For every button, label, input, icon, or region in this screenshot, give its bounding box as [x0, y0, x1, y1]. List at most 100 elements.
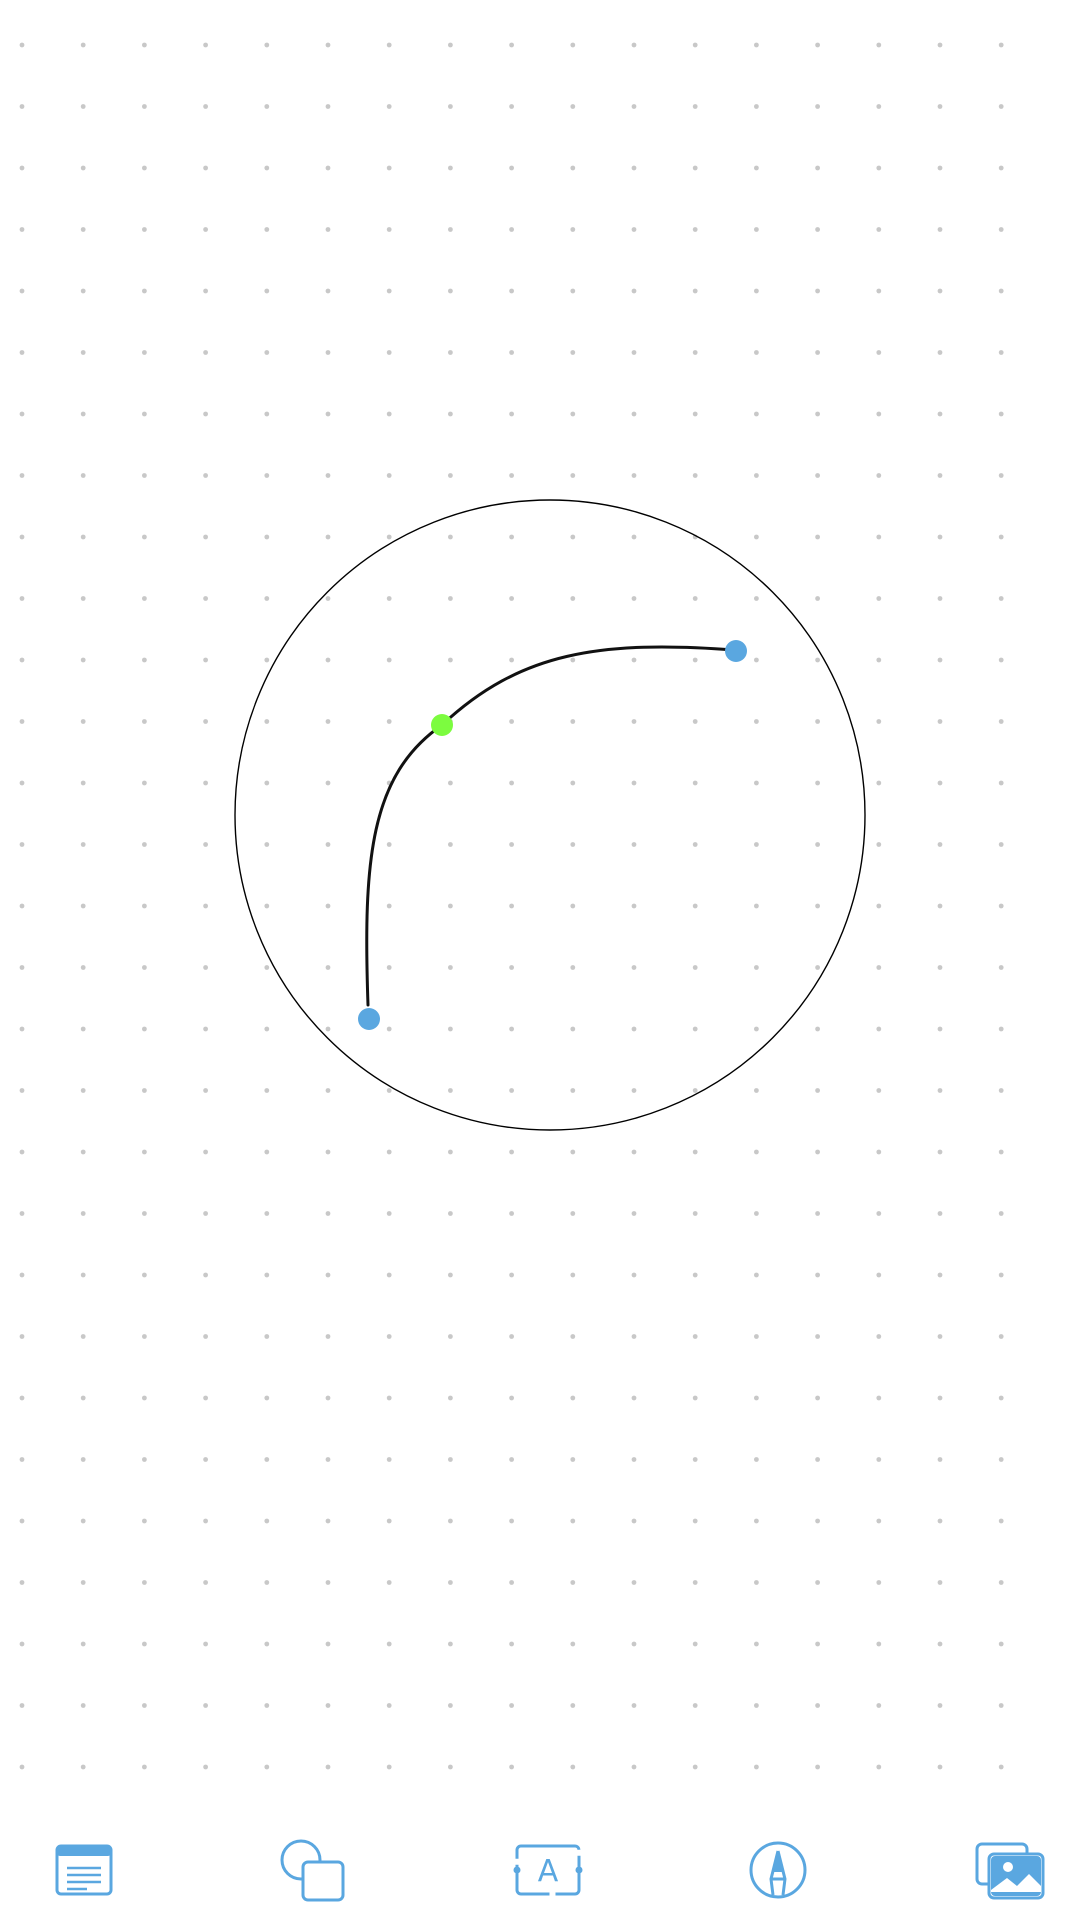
- grid-dot: [142, 411, 147, 417]
- grid-dot: [876, 842, 882, 847]
- grid-dot: [203, 473, 209, 478]
- grid-dot: [937, 965, 943, 970]
- grid-dot: [815, 842, 820, 847]
- grid-dot: [631, 1457, 637, 1462]
- grid-dot: [448, 780, 453, 786]
- grid-dot: [19, 1149, 25, 1155]
- grid-dot: [264, 1580, 270, 1585]
- grid-dot: [937, 1149, 943, 1155]
- grid-dot: [325, 1334, 331, 1339]
- grid-dot: [80, 719, 86, 724]
- grid-dot: [325, 1764, 331, 1770]
- grid-dot: [80, 350, 86, 355]
- grid-dot: [570, 1334, 576, 1339]
- grid-dot: [386, 1518, 392, 1524]
- grid-dot: [142, 1211, 147, 1216]
- draw-button[interactable]: [742, 1834, 814, 1906]
- grid-dot: [448, 1580, 453, 1585]
- grid-dot: [203, 1518, 209, 1524]
- grid-dot: [815, 1518, 820, 1524]
- grid-dot: [509, 534, 514, 540]
- grid-dot: [80, 903, 86, 909]
- curve-start-handle[interactable]: [358, 1008, 380, 1030]
- grid-dot: [937, 1026, 943, 1032]
- grid-dot: [80, 780, 86, 786]
- grid-dot: [325, 411, 331, 417]
- grid-dot: [998, 473, 1004, 478]
- grid-dot: [325, 1580, 331, 1585]
- grid-dot: [203, 842, 209, 847]
- grid-dot: [19, 657, 25, 663]
- grid-dot: [937, 842, 943, 847]
- grid-dot: [937, 903, 943, 909]
- grid-dot: [937, 1580, 943, 1585]
- grid-dot: [876, 534, 882, 540]
- grid-dot: [386, 1211, 392, 1216]
- grid-dot: [386, 1088, 392, 1093]
- grid-dot: [998, 1211, 1004, 1216]
- grid-dot: [19, 104, 25, 109]
- grid-dot: [386, 1395, 392, 1401]
- grid-dot: [448, 42, 453, 48]
- grid-dot: [142, 1149, 147, 1155]
- grid-dot: [876, 1026, 882, 1032]
- grid-dot: [142, 1580, 147, 1585]
- grid-dot: [325, 1395, 331, 1401]
- grid-dot: [325, 227, 331, 232]
- grid-dot: [264, 165, 270, 171]
- grid-dot: [876, 719, 882, 724]
- grid-dot: [325, 350, 331, 355]
- grid-dot: [509, 1703, 514, 1708]
- grid-dot: [448, 1641, 453, 1647]
- grid-dot: [142, 165, 147, 171]
- grid-dot: [203, 719, 209, 724]
- grid-dot: [19, 1518, 25, 1524]
- grid-dot: [448, 1518, 453, 1524]
- grid-dot: [19, 596, 25, 601]
- grid-dot: [386, 104, 392, 109]
- grid-dot: [203, 780, 209, 786]
- grid-dot: [142, 473, 147, 478]
- grid-dot: [570, 657, 576, 663]
- text-box-icon: A: [513, 1844, 583, 1896]
- grid-dot: [937, 780, 943, 786]
- grid-dot: [815, 1088, 820, 1093]
- grid-dot: [203, 596, 209, 601]
- grid-dot: [570, 1580, 576, 1585]
- photos-icon: [975, 1842, 1045, 1900]
- grid-dot: [448, 227, 453, 232]
- grid-dot: [570, 534, 576, 540]
- circle-shape[interactable]: [234, 499, 866, 1131]
- grid-dot: [19, 965, 25, 970]
- grid-dot: [142, 719, 147, 724]
- grid-dot: [325, 780, 331, 786]
- grid-dot: [754, 42, 759, 48]
- grid-dot: [815, 1395, 820, 1401]
- grid-dot: [80, 1518, 86, 1524]
- grid-dot: [876, 1518, 882, 1524]
- grid-dot: [448, 1334, 453, 1339]
- grid-dot: [509, 1088, 514, 1093]
- shapes-button[interactable]: [277, 1834, 349, 1906]
- curve-end-handle[interactable]: [725, 640, 747, 662]
- grid-dot: [448, 1149, 453, 1155]
- grid-dot: [325, 473, 331, 478]
- curve-control-handle[interactable]: [431, 714, 453, 736]
- grid-dot: [509, 1641, 514, 1647]
- grid-dot: [692, 1334, 698, 1339]
- notes-button[interactable]: [49, 1834, 121, 1906]
- grid-dot: [386, 288, 392, 294]
- grid-dot: [325, 1457, 331, 1462]
- media-button[interactable]: [973, 1834, 1045, 1906]
- grid-dot: [998, 1764, 1004, 1770]
- grid-dot: [692, 1272, 698, 1278]
- grid-dot: [80, 596, 86, 601]
- grid-dot: [570, 227, 576, 232]
- grid-dot: [937, 534, 943, 540]
- grid-dot: [386, 473, 392, 478]
- grid-dot: [19, 227, 25, 232]
- text-box-button[interactable]: A: [512, 1834, 584, 1906]
- curve-path[interactable]: [365, 645, 737, 1007]
